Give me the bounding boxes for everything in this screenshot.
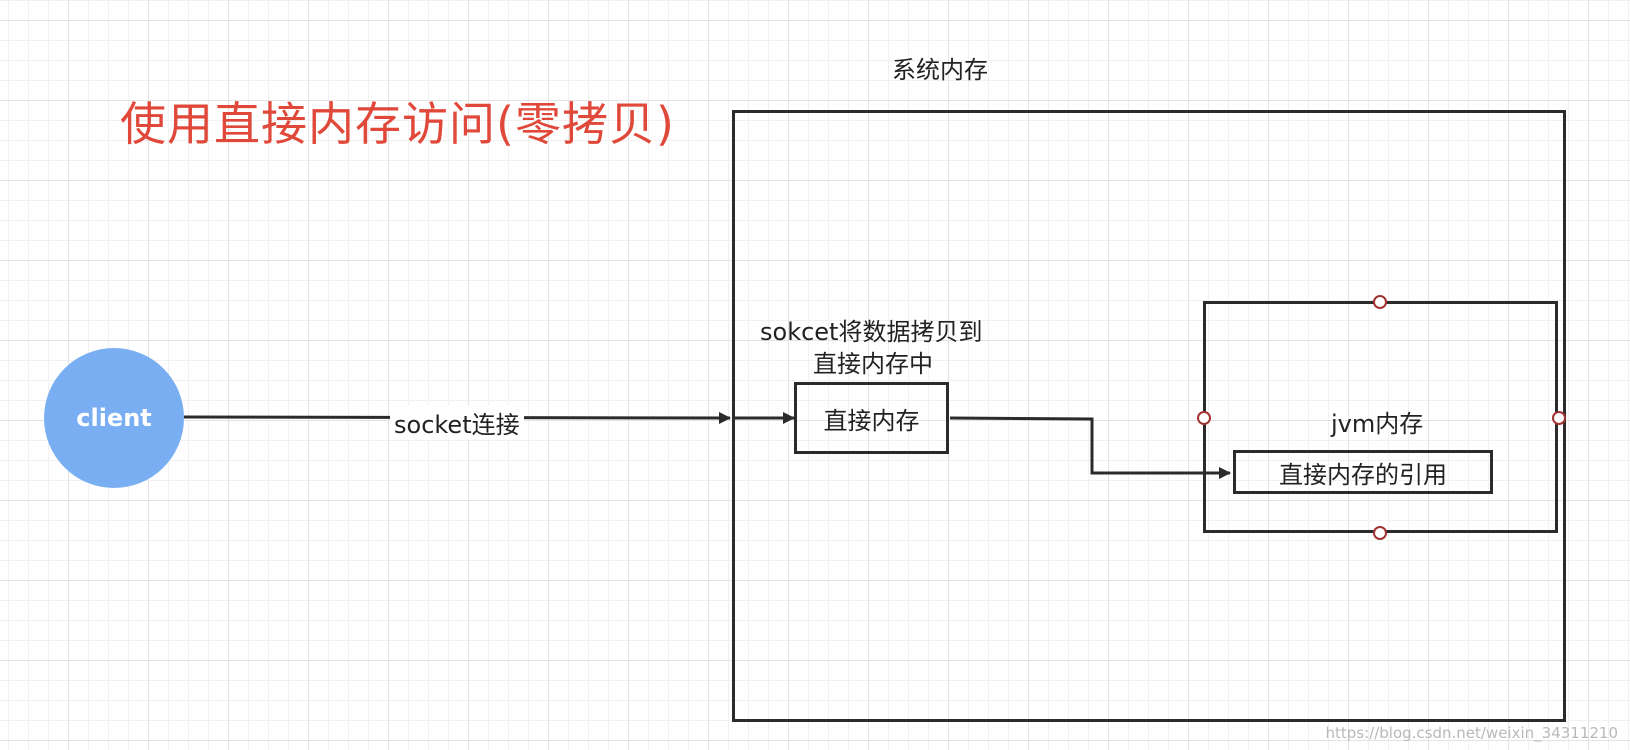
system-memory-label: 系统内存 (892, 56, 988, 84)
diagram-title: 使用直接内存访问(零拷贝) (120, 97, 675, 151)
socket-connection-label: socket连接 (390, 405, 524, 440)
jvm-box-handle-left[interactable] (1197, 411, 1211, 425)
jvm-box-handle-top[interactable] (1373, 295, 1387, 309)
watermark: https://blog.csdn.net/weixin_34311210 (1325, 724, 1618, 742)
jvm-memory-label: jvm内存 (1331, 410, 1424, 438)
direct-memory-box[interactable]: 直接内存 (794, 382, 949, 454)
client-node[interactable]: client (44, 348, 184, 488)
jvm-box-handle-bottom[interactable] (1373, 526, 1387, 540)
copy-note-line1: sokcet将数据拷贝到 (760, 318, 983, 346)
reference-arrow (949, 416, 1231, 479)
copy-note-line2: 直接内存中 (813, 350, 933, 378)
jvm-box-handle-right[interactable] (1552, 411, 1566, 425)
direct-memory-reference-box[interactable]: 直接内存的引用 (1233, 450, 1493, 494)
direct-memory-label: 直接内存 (823, 406, 920, 435)
direct-memory-reference-label: 直接内存的引用 (1279, 460, 1447, 489)
client-label: client (76, 404, 152, 432)
